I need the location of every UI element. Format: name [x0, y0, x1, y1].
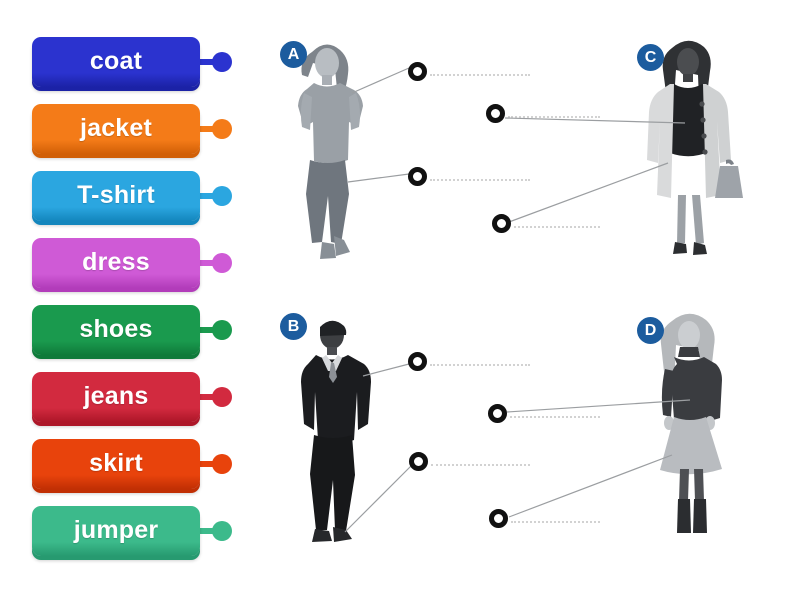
- drop-target-d-top[interactable]: [488, 404, 507, 423]
- draggable-label-jumper[interactable]: jumper: [32, 506, 200, 556]
- connector-stem: [196, 327, 222, 333]
- picture-panel-b: B: [252, 305, 427, 560]
- label-row: jacket: [0, 99, 245, 159]
- label-row: jeans: [0, 367, 245, 427]
- connector-knob[interactable]: [212, 52, 232, 72]
- label-text: dress: [82, 247, 150, 276]
- connector-stem: [196, 59, 222, 65]
- drop-target-c-top[interactable]: [486, 104, 505, 123]
- figure-woman-coat-dress: [647, 40, 743, 255]
- connector-knob[interactable]: [212, 320, 232, 340]
- connector-stem: [196, 461, 222, 467]
- draggable-label-skirt[interactable]: skirt: [32, 439, 200, 489]
- drop-target-c-bottom[interactable]: [492, 214, 511, 233]
- draggable-label-shoes[interactable]: shoes: [32, 305, 200, 355]
- label-text: jumper: [73, 515, 159, 544]
- label-list: coat jacket T-shirt dress: [0, 0, 245, 600]
- dotted-guide-line: [511, 521, 600, 523]
- label-row: jumper: [0, 501, 245, 561]
- label-text: coat: [89, 46, 143, 75]
- panel-badge-a: A: [280, 41, 307, 68]
- label-row: T-shirt: [0, 166, 245, 226]
- connector-knob[interactable]: [212, 521, 232, 541]
- drop-target-b-bottom[interactable]: [409, 452, 428, 471]
- drop-target-a-top[interactable]: [408, 62, 427, 81]
- draggable-label-jacket[interactable]: jacket: [32, 104, 200, 154]
- draggable-label-dress[interactable]: dress: [32, 238, 200, 288]
- figure-woman-jumper-skirt: [660, 313, 722, 533]
- figure-woman-tshirt-jeans: [298, 44, 363, 259]
- panel-badge-d: D: [637, 317, 664, 344]
- badge-letter: D: [644, 321, 657, 339]
- dotted-guide-line: [430, 179, 530, 181]
- connector-stem: [196, 394, 222, 400]
- badge-letter: B: [287, 317, 300, 335]
- picture-panel-c: C: [600, 30, 790, 285]
- drop-target-a-bottom[interactable]: [408, 167, 427, 186]
- dotted-guide-line: [510, 416, 600, 418]
- badge-letter: A: [287, 45, 300, 63]
- label-text: jacket: [79, 113, 153, 142]
- label-text: jeans: [83, 381, 149, 410]
- connector-knob[interactable]: [212, 186, 232, 206]
- label-text: T-shirt: [77, 180, 155, 209]
- connector-stem: [196, 193, 222, 199]
- label-text: skirt: [89, 448, 143, 477]
- dotted-guide-line: [514, 226, 600, 228]
- label-row: skirt: [0, 434, 245, 494]
- draggable-label-t-shirt[interactable]: T-shirt: [32, 171, 200, 221]
- panel-badge-c: C: [637, 44, 664, 71]
- drop-target-b-top[interactable]: [408, 352, 427, 371]
- draggable-label-coat[interactable]: coat: [32, 37, 200, 87]
- label-row: coat: [0, 32, 245, 92]
- connector-knob[interactable]: [212, 454, 232, 474]
- connector-stem: [196, 528, 222, 534]
- label-row: shoes: [0, 300, 245, 360]
- picture-panel-d: D: [600, 305, 790, 560]
- connector-knob[interactable]: [212, 119, 232, 139]
- draggable-label-jeans[interactable]: jeans: [32, 372, 200, 422]
- badge-letter: C: [644, 48, 657, 66]
- figure-man-suit-shoes: [301, 320, 371, 542]
- connector-stem: [196, 260, 222, 266]
- label-row: dress: [0, 233, 245, 293]
- dotted-guide-line: [431, 464, 530, 466]
- drop-target-d-bottom[interactable]: [489, 509, 508, 528]
- panel-badge-b: B: [280, 313, 307, 340]
- dotted-guide-line: [430, 74, 530, 76]
- dotted-guide-line: [508, 116, 600, 118]
- picture-panel-a: A: [252, 30, 427, 285]
- dotted-guide-line: [430, 364, 530, 366]
- connector-knob[interactable]: [212, 387, 232, 407]
- connector-stem: [196, 126, 222, 132]
- label-text: shoes: [79, 314, 153, 343]
- connector-knob[interactable]: [212, 253, 232, 273]
